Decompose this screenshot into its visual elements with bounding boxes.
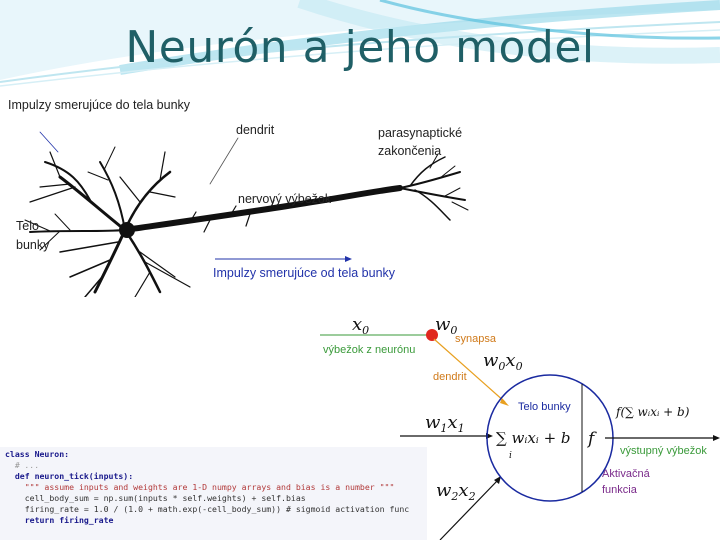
label-w0x0: w0x0 [483, 350, 523, 373]
label-terminals-1: parasynaptické [378, 126, 462, 140]
label-activation-formula: f(∑ wᵢxᵢ + b) [615, 405, 690, 419]
label-soma-1: Telo [16, 219, 39, 233]
label-dendrite: dendrit [236, 123, 275, 137]
label-activation-2: funkcia [602, 484, 638, 496]
label-axon-from-neuron: výbežok z neurónu [323, 344, 415, 356]
code-line: def neuron_tick(inputs): [5, 471, 134, 481]
code-line: cell_body_sum = np.sum(inputs * self.wei… [5, 493, 306, 503]
code-line: class Neuron: [5, 449, 70, 459]
label-impulses-in: Impulzy smerujúce do tela bunky [8, 98, 191, 112]
label-activation-1: Aktivačná [602, 468, 651, 480]
label-terminals-2: zakončenia [378, 144, 441, 158]
biological-neuron-diagram: Impulzy smerujúce do tela bunky dendrit … [0, 92, 475, 297]
label-dendrite-model: dendrit [433, 371, 467, 383]
label-x0: x0 [352, 314, 369, 337]
synapse-dot [426, 329, 438, 341]
label-f: f [586, 429, 597, 449]
code-line: """ assume inputs and weights are 1-D nu… [5, 482, 395, 492]
label-w1x1: w1x1 [425, 412, 465, 435]
label-sum-formula: ∑ wᵢxᵢ + b [496, 429, 571, 447]
label-axon: nervový výbežok [238, 192, 332, 206]
label-w2x2: w2x2 [436, 480, 476, 503]
code-line: return firing_rate [5, 515, 114, 525]
label-output-axon: výstupný výbežok [620, 445, 707, 457]
label-w0: w0 [435, 314, 457, 337]
label-sum-index: i [509, 451, 512, 461]
python-code-snippet: class Neuron: # ... def neuron_tick(inpu… [0, 447, 427, 540]
code-line: # ... [5, 460, 40, 470]
artificial-neuron-diagram: x0 w0 w0x0 w1x1 w2x2 ∑ wᵢxᵢ + b i f f(∑ … [320, 314, 720, 540]
header-swoosh [0, 0, 720, 87]
label-synapse: synapsa [455, 333, 497, 345]
label-impulses-out: Impulzy smerujúce od tela bunky [213, 266, 396, 280]
label-cell-body: Telo bunky [518, 401, 571, 413]
label-soma-2: bunky [16, 238, 50, 252]
slide-title: Neurón a jeho model [125, 22, 595, 73]
code-line: firing_rate = 1.0 / (1.0 + math.exp(-cel… [5, 504, 410, 514]
